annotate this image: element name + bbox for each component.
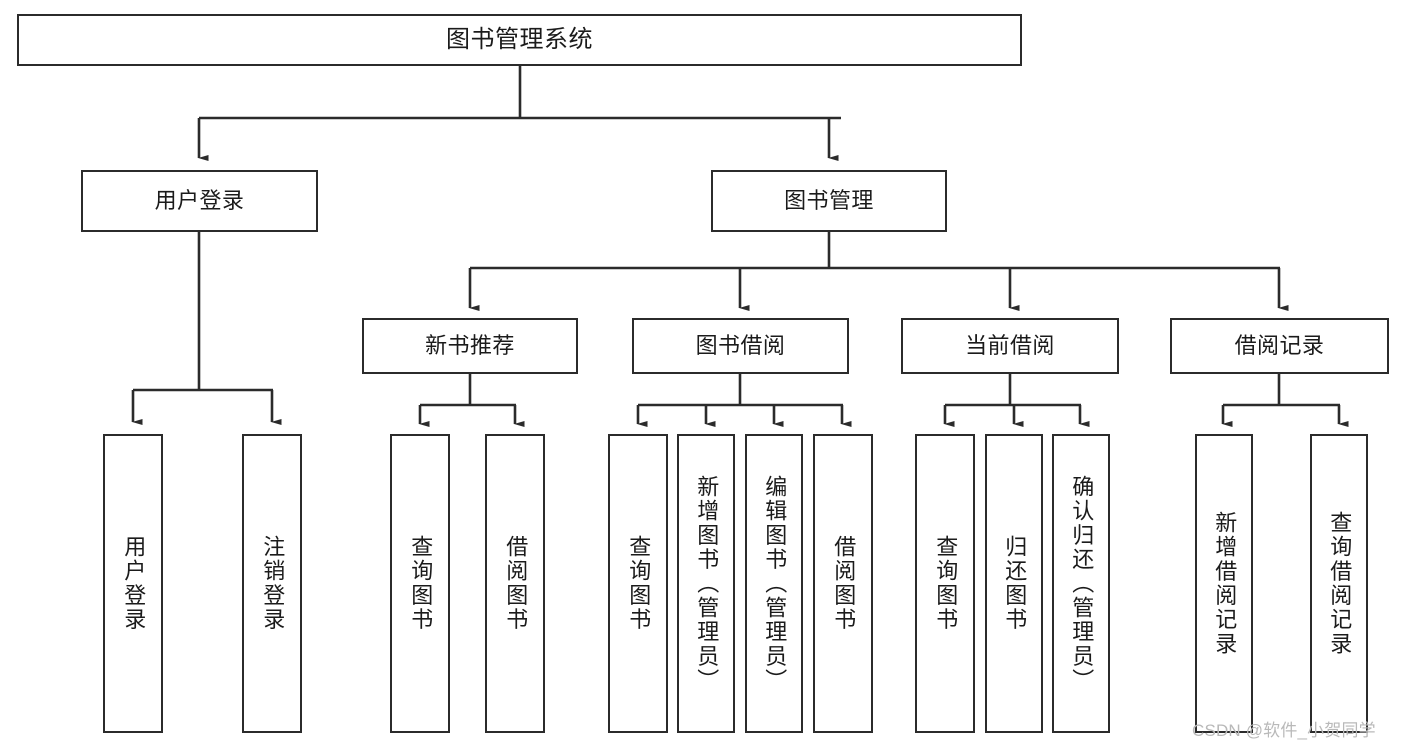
node-label: 新书推荐 <box>425 332 515 358</box>
node-label: 用户登录 <box>121 535 147 632</box>
csdn-watermark: CSDN @软件_小贺同学 <box>1192 721 1376 740</box>
node-borrow-record[interactable]: 借阅记录 <box>1170 318 1389 374</box>
leaf-edit-book-admin[interactable]: 编辑图书（管理员） <box>745 434 803 733</box>
node-book-management-system[interactable]: 图书管理系统 <box>17 14 1022 66</box>
node-label: 编辑图书（管理员） <box>762 474 788 693</box>
node-label: 图书管理 <box>784 187 874 213</box>
new-book-recommend-to-leaves-connectors <box>418 374 525 427</box>
node-label: 借阅图书 <box>831 535 857 632</box>
node-label: 查询图书 <box>626 535 652 632</box>
leaf-query-book-borrow[interactable]: 查询图书 <box>608 434 668 733</box>
leaf-add-book-admin[interactable]: 新增图书（管理员） <box>677 434 735 733</box>
leaf-query-borrow-record[interactable]: 查询借阅记录 <box>1310 434 1368 733</box>
leaf-query-book-recommend[interactable]: 查询图书 <box>390 434 450 733</box>
current-borrow-to-leaves-connectors <box>943 374 1090 427</box>
node-book-borrow[interactable]: 图书借阅 <box>632 318 849 374</box>
node-new-book-recommend[interactable]: 新书推荐 <box>362 318 578 374</box>
book-borrow-to-leaves-connectors <box>636 374 852 427</box>
node-label: 查询图书 <box>933 535 959 632</box>
leaf-query-book-current[interactable]: 查询图书 <box>915 434 975 733</box>
root-to-level2-connectors <box>197 66 841 161</box>
leaf-add-borrow-record[interactable]: 新增借阅记录 <box>1195 434 1253 733</box>
borrow-record-to-leaves-connectors <box>1221 374 1349 427</box>
node-label: 用户登录 <box>154 187 245 213</box>
node-user-login[interactable]: 用户登录 <box>81 170 318 232</box>
book-management-to-level3-connectors <box>468 232 1289 311</box>
node-label: 新增借阅记录 <box>1212 510 1238 657</box>
node-label: 借阅图书 <box>503 535 529 632</box>
node-current-borrow[interactable]: 当前借阅 <box>901 318 1119 374</box>
node-label: 新增图书（管理员） <box>694 474 720 693</box>
node-book-management[interactable]: 图书管理 <box>711 170 947 232</box>
leaf-borrow-book-recommend[interactable]: 借阅图书 <box>485 434 545 733</box>
user-login-to-leaves-connectors <box>131 232 282 425</box>
node-label: 图书管理系统 <box>446 25 593 53</box>
node-label: 查询借阅记录 <box>1327 510 1353 657</box>
leaf-return-book[interactable]: 归还图书 <box>985 434 1043 733</box>
node-label: 确认归还（管理员） <box>1069 474 1095 693</box>
node-label: 图书借阅 <box>695 332 786 358</box>
node-label: 查询图书 <box>408 535 434 632</box>
node-label: 注销登录 <box>260 535 286 632</box>
leaf-borrow-book-borrow[interactable]: 借阅图书 <box>813 434 873 733</box>
leaf-user-login[interactable]: 用户登录 <box>103 434 163 733</box>
node-label: 借阅记录 <box>1234 332 1325 358</box>
node-label: 归还图书 <box>1002 535 1028 632</box>
leaf-confirm-return-admin[interactable]: 确认归还（管理员） <box>1052 434 1110 733</box>
leaf-logout-login[interactable]: 注销登录 <box>242 434 302 733</box>
node-label: 当前借阅 <box>965 332 1055 358</box>
